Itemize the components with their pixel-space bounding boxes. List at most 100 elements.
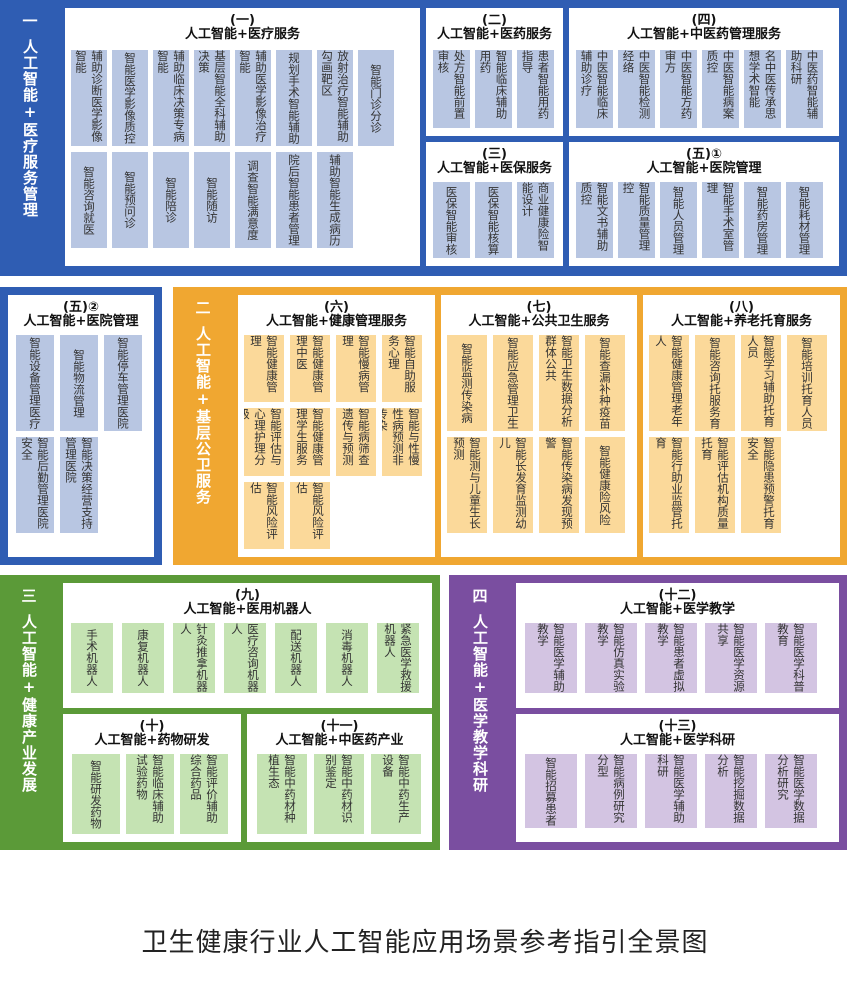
scenario-label: 智能应急管理卫生: [506, 337, 520, 429]
scenario-label: 智能物流管理: [72, 348, 86, 418]
box-heading: 人工智能+健康管理服务: [266, 314, 407, 329]
scenario-label: 智能健康管理: [249, 335, 279, 393]
scenario-label: 智能医学数据分析研究: [776, 754, 806, 823]
box-number: (四): [691, 13, 717, 28]
scenario-item: 基层智能全科辅助决策: [194, 50, 230, 146]
scenario-label: 放射治疗智能辅助勾画靶区: [320, 50, 350, 142]
scenario-label: 智能健康管理中医: [295, 335, 325, 393]
box-elderly-childcare: (八)人工智能+养老托育服务智能健康管理老年人智能咨询托服务育智能学习辅助托育人…: [643, 295, 840, 557]
scenario-item: 智能物流管理: [60, 335, 98, 431]
box-title: (十二)人工智能+医学教学: [516, 589, 839, 617]
scenario-item: 智能查漏补种疫苗: [585, 335, 625, 431]
scenario-item: 智能学习辅助托育人员: [741, 335, 781, 431]
scenario-item: 处方智能前置审核: [433, 50, 470, 128]
box-tcm-industry: (十一)人工智能+中医药产业智能中药材种植生态智能中药材识别鉴定智能中药生产设备: [247, 714, 432, 842]
scenario-item: 中医智能病案质控: [702, 50, 739, 128]
box-title: (三)人工智能+医保服务: [426, 148, 563, 176]
scenario-item: 智能长发育监测幼儿: [493, 437, 533, 533]
box-heading: 人工智能+医用机器人: [183, 602, 312, 617]
scenario-item: 智能陪诊: [153, 152, 189, 248]
scenario-item: 智能卫生数据分析群体公共: [539, 335, 579, 431]
scenario-item: 智能医学科普教育: [765, 623, 817, 693]
scenario-item: 辅助智能生成病历: [317, 152, 353, 248]
scenario-label: 智能临床辅助试验药物: [135, 754, 165, 823]
scenario-item: 智能研发药物: [72, 754, 120, 834]
scenario-label: 智能风险评估: [249, 481, 279, 540]
scenario-label: 智能病筛查遗传与预测: [341, 408, 371, 466]
scenario-label: 智能健康管理学生服务: [295, 408, 325, 466]
box-title: (十)人工智能+药物研发: [63, 720, 241, 748]
scenario-label: 智能临床辅助用药: [478, 50, 509, 119]
scenario-item: 智能医学辅助科研: [645, 754, 697, 828]
scenario-label: 针灸推拿机器人: [179, 623, 209, 692]
scenario-item: 智能培训托育人员: [787, 335, 827, 431]
box-public-health: (七)人工智能+公共卫生服务智能监测传染病智能应急管理卫生智能卫生数据分析群体公…: [441, 295, 637, 557]
scenario-item: 医保智能审核: [433, 182, 470, 258]
box-title: (一)人工智能+医疗服务: [65, 14, 420, 42]
scenario-item: 智能行助业监管托育: [649, 437, 689, 533]
box-heading: 人工智能+医学科研: [620, 733, 735, 748]
box-number: (十): [139, 719, 165, 734]
scenario-label: 调查智能满意度: [246, 159, 260, 241]
scenario-item: 智能招募患者: [525, 754, 577, 828]
scenario-label: 智能药房管理: [755, 185, 770, 255]
scenario-item: 智能挖掘数据分析: [705, 754, 757, 828]
scenario-label: 康复机器人: [136, 629, 150, 687]
scenario-label: 智能手术室管理: [705, 182, 736, 251]
box-heading: 人工智能+养老托育服务: [671, 314, 812, 329]
scenario-item: 智能健康管理中医: [290, 335, 330, 403]
section-label: 二 人工智能+基层公卫服务: [173, 287, 233, 565]
box-medical-service: (一)人工智能+医疗服务辅助诊断医学影像智能智能医学影像质控辅助临床决策专病智能…: [65, 8, 420, 266]
scenario-label: 商业健康险智能设计: [520, 182, 551, 251]
scenario-item: 中医智能检测经络: [618, 50, 655, 128]
scenario-label: 手术机器人: [85, 629, 99, 687]
scenario-label: 配送机器人: [289, 629, 303, 687]
scenario-item: 智能医学影像质控: [112, 50, 148, 146]
scenario-item: 智能停车管理医院: [104, 335, 142, 431]
scenario-label: 智能评价辅助综合药品: [189, 754, 219, 823]
scenario-label: 智能学习辅助托育人员: [746, 335, 776, 427]
scenario-item: 智能随访: [194, 152, 230, 248]
section-title: 人工智能+医学教学科研: [471, 614, 489, 793]
scenario-label: 中医智能检测经络: [621, 50, 652, 119]
scenario-item: 智能中药材识别鉴定: [314, 754, 364, 834]
scenario-label: 智能决策经营支持管理医院: [64, 437, 94, 529]
scenario-item: 智能咨询托服务育: [695, 335, 735, 431]
box-medical-research: (十三)人工智能+医学科研智能招募患者智能病例研究分型智能医学辅助科研智能挖掘数…: [516, 714, 839, 842]
scenario-item: 智能人员管理: [660, 182, 697, 258]
section-number: 一: [22, 12, 38, 30]
scenario-item: 智能临床辅助用药: [475, 50, 512, 128]
scenario-label: 智能查漏补种疫苗: [598, 337, 612, 429]
scenario-item: 智能医学资源共享: [705, 623, 757, 693]
box-title: (八)人工智能+养老托育服务: [643, 301, 840, 329]
scenario-item: 康复机器人: [122, 623, 164, 693]
section-number: 四: [472, 587, 488, 605]
scenario-item: 智能健康管理: [244, 335, 284, 403]
scenario-label: 智能中药材种植生态: [267, 754, 297, 823]
scenario-label: 医保智能核算: [486, 185, 501, 255]
section-title: 人工智能+健康产业发展: [20, 614, 38, 793]
scenario-item: 智能传染病发现预警: [539, 437, 579, 533]
scenario-label: 智能健康管理老年人: [654, 335, 684, 427]
scenario-item: 智能评估机构质量托育: [695, 437, 735, 533]
scenario-item: 智能设备管理医疗: [16, 335, 54, 431]
figure-caption: 卫生健康行业人工智能应用场景参考指引全景图: [141, 928, 709, 958]
scenario-item: 调查智能满意度: [235, 152, 271, 248]
scenario-label: 智能评估机构质量托育: [700, 437, 730, 529]
box-number: (十三): [658, 719, 697, 734]
box-heading: 人工智能+中医药产业: [275, 733, 404, 748]
scenario-item: 智能中药生产设备: [371, 754, 421, 834]
box-title: (四)人工智能+中医药管理服务: [569, 14, 839, 42]
scenario-item: 智能医学数据分析研究: [765, 754, 817, 828]
box-number: (五)②: [63, 300, 99, 315]
scenario-label: 智能医学辅助教学: [536, 623, 566, 692]
scenario-label: 智能人员管理: [671, 185, 686, 255]
scenario-label: 智能医学科普教育: [776, 623, 806, 692]
scenario-label: 智能挖掘数据分析: [716, 754, 746, 823]
scenario-item: 智能隐患预警托育安全: [741, 437, 781, 533]
scenario-label: 智能随访: [205, 177, 219, 223]
scenario-label: 智能医学辅助科研: [656, 754, 686, 823]
scenario-label: 辅助临床决策专病智能: [156, 50, 186, 142]
scenario-item: 智能仿真实验教学: [585, 623, 637, 693]
